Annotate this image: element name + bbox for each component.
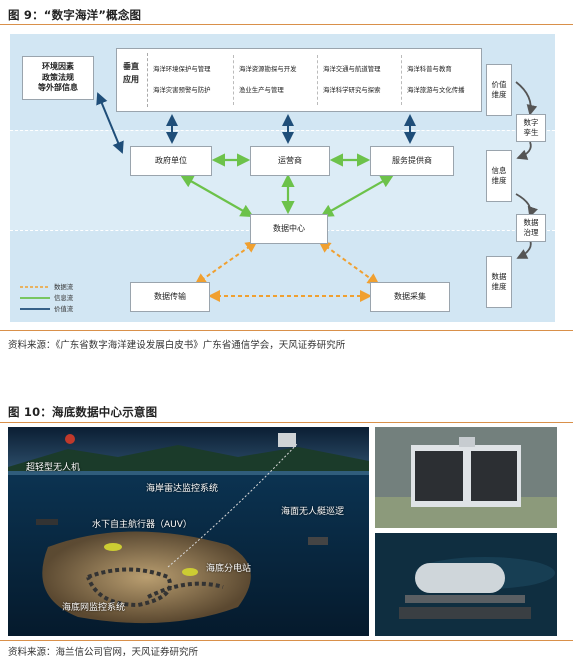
label-usv: 海面无人艇巡逻 [281,507,345,517]
service-provider-box: 服务提供商 [370,146,454,176]
label-radar: 海岸雷达监控系统 [146,484,219,494]
apps-col-divider [401,55,402,105]
figure9-title: 图 9：“数字海洋”概念图 [8,8,142,22]
data-dimension-line: 数据 [491,272,507,282]
digital-twin-box: 数字 孪生 [516,114,546,142]
data-dimension-line: 维度 [491,282,507,291]
legend-info-flow: 信息流 [54,293,73,302]
info-dimension-line: 信息 [491,166,507,176]
apps-divider [147,53,148,107]
label-substation: 海底分电站 [206,564,252,574]
app-item: 海洋科普与教育 [407,65,452,73]
legend-value-flow: 价值流 [54,304,73,313]
apps-col-divider [317,55,318,105]
operator-box: 运营商 [250,146,330,176]
digital-twin-line: 数字 [523,118,539,128]
legend-info-flow-label: 信息流 [54,294,74,302]
data-governance-box: 数据 治理 [516,214,546,242]
value-dimension-line: 价值 [491,80,507,90]
app-item: 海洋旅游与文化传播 [407,86,465,94]
vertical-label-line: 应用 [123,74,139,84]
vertical-label: 垂直 应用 [123,61,139,87]
external-info-line: 等外部信息 [38,83,78,93]
data-collection-box: 数据采集 [370,282,450,312]
figure10-bottom-rule [0,640,573,641]
vertical-label-line: 垂直 [123,62,139,71]
subsea-tank-scene [375,533,557,636]
value-dimension-line: 维度 [491,90,507,99]
external-info-line: 政策法规 [42,72,74,82]
data-transmission-box: 数据传输 [130,282,210,312]
band-data [10,230,555,322]
government-box: 政府单位 [130,146,212,176]
data-governance-line: 数据 [523,218,539,228]
legend-value-flow-label: 价值流 [54,305,74,313]
figure10-title-rule [0,422,573,423]
app-item: 海洋灾害预警与防护 [153,86,211,94]
diagram-arrows [20,81,538,310]
subsea-tank-photo [375,533,557,636]
vertical-apps-panel: 垂直 应用 海洋环境保护与管理 海洋资源勘探与开发 海洋交通与航道管理 海洋科普… [116,48,482,112]
external-info-box: 环境因素 政策法规 等外部信息 [22,56,94,100]
data-dimension-box: 数据 维度 [486,256,512,308]
legend-data-flow-label: 数据流 [54,283,74,291]
label-auv: 水下自主航行器（AUV） [92,520,192,530]
app-item: 海洋交通与航道管理 [323,65,381,73]
label-net-monitor: 海底网监控系统 [62,603,126,613]
figure9-source: 资料来源：《广东省数字海洋建设发展白皮书》广东省通信学会，天风证券研究所 [8,340,346,351]
info-dimension-box: 信息 维度 [486,150,512,202]
value-dimension-box: 价值 维度 [486,64,512,116]
digital-ocean-diagram: 环境因素 政策法规 等外部信息 垂直 应用 海洋环境保护与管理 海洋资源勘探与开… [10,34,555,322]
external-info-line: 环境因素 [42,62,74,72]
datacenter-module-photo [375,427,557,528]
apps-col-divider [233,55,234,105]
datacenter-module-scene [375,427,557,528]
label-drone: 超轻型无人机 [26,463,81,473]
figure10-source: 资料来源：海兰信公司官网，天风证券研究所 [8,647,199,658]
digital-twin-line: 孪生 [523,128,539,137]
seabed-scene [8,427,369,636]
app-item: 海洋科学研究与探索 [323,86,381,94]
app-item: 海洋资源勘探与开发 [239,65,297,73]
app-item: 海洋环境保护与管理 [153,65,211,73]
figure9-title-rule [0,24,573,25]
data-governance-line: 治理 [523,228,539,237]
info-dimension-line: 维度 [491,176,507,185]
data-center-box: 数据中心 [250,214,328,244]
legend-data-flow: 数据流 [54,282,73,291]
seabed-datacenter-illustration: 超轻型无人机 海岸雷达监控系统 水下自主航行器（AUV） 海面无人艇巡逻 海底分… [8,427,369,636]
figure10-title: 图 10：海底数据中心示意图 [8,405,158,419]
figure9-bottom-rule [0,330,573,331]
corner-watermark: ⬤ ▬▬▬ [14,637,44,645]
app-item: 渔业生产与管理 [239,86,284,94]
